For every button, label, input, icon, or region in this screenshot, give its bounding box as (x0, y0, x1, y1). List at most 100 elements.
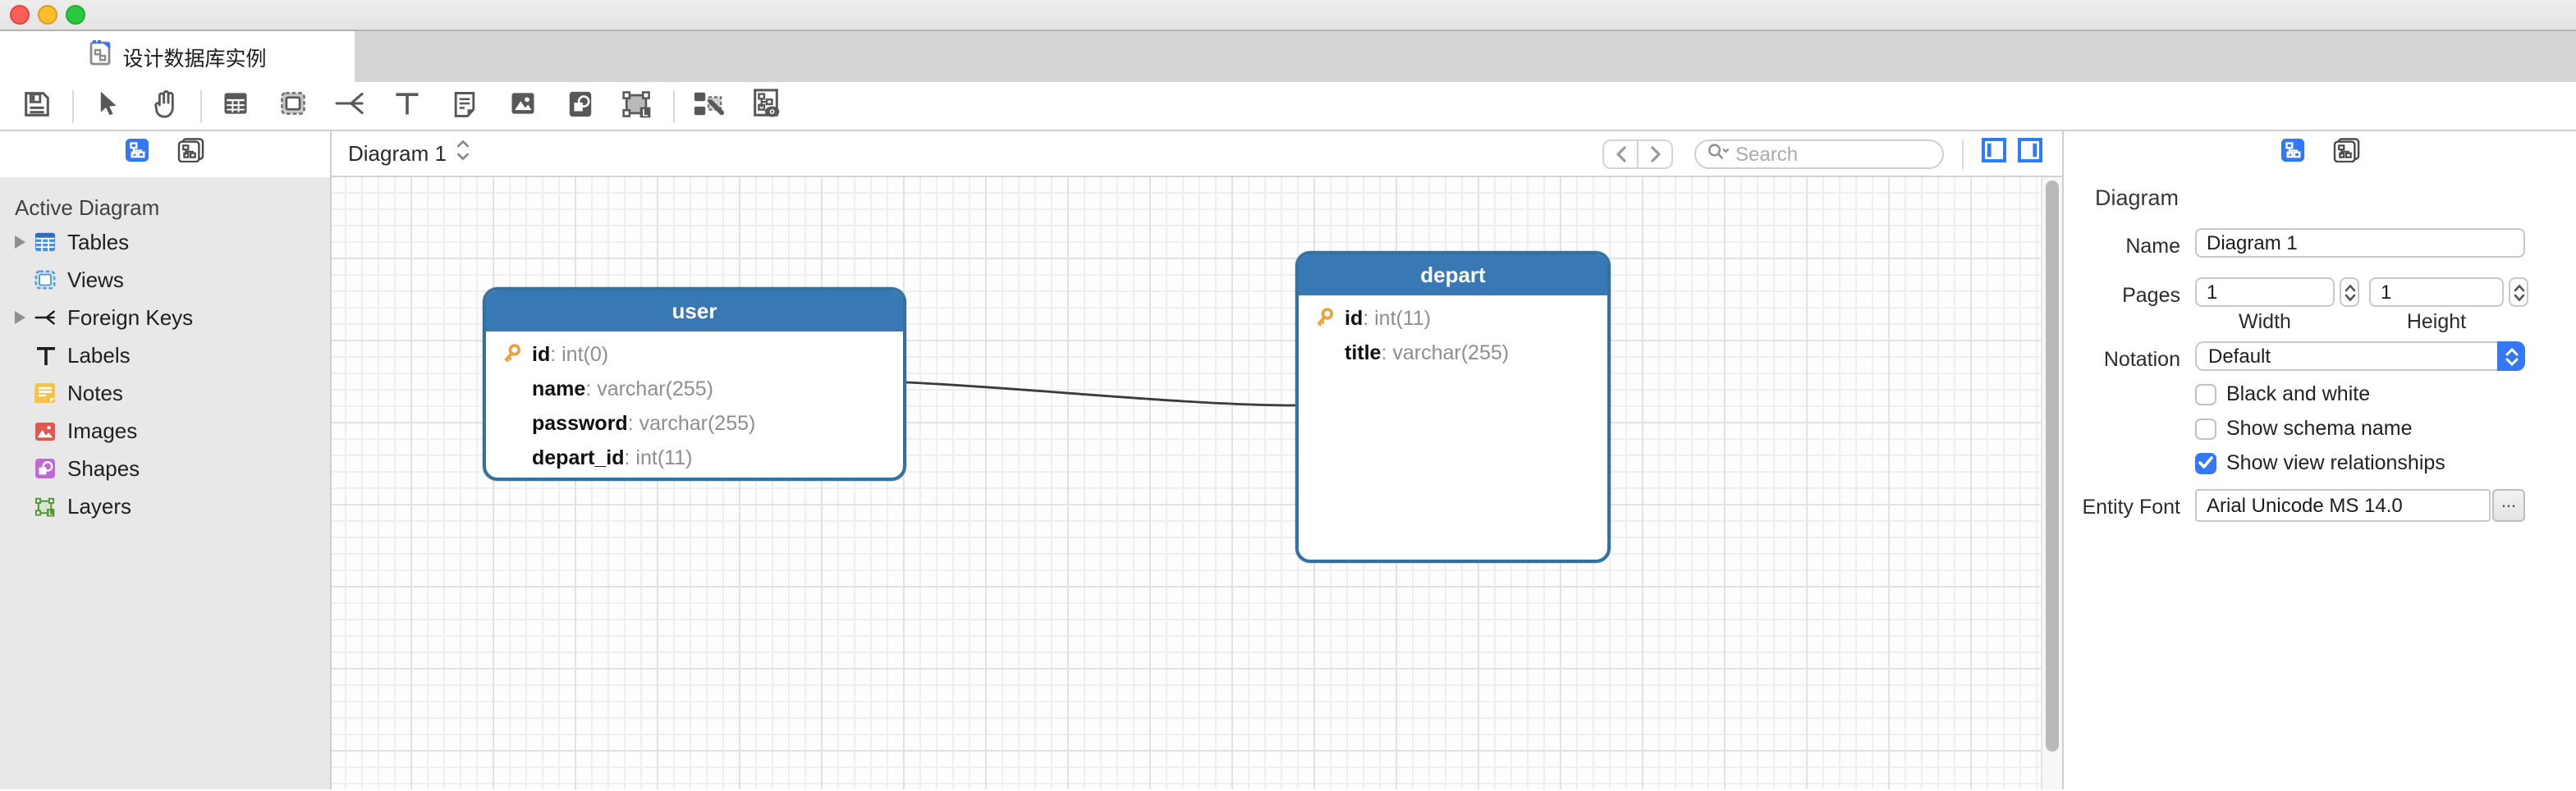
active-diagram-view-icon[interactable] (2280, 138, 2304, 171)
diagram-selector[interactable]: Diagram 1 (348, 139, 470, 168)
pages-height-input[interactable] (2369, 277, 2504, 307)
pages-width-input[interactable] (2195, 277, 2335, 307)
sidebar-item-layers[interactable]: L Layers (0, 487, 330, 525)
entity-field-row[interactable]: depart_id: int(11) (532, 446, 693, 469)
back-button[interactable] (1602, 139, 1639, 168)
object-tree: Active Diagram Tables Views Foreign Keys (0, 177, 330, 525)
select-tool-button[interactable] (85, 86, 128, 126)
new-label-button[interactable] (386, 86, 429, 126)
active-diagram-view-icon[interactable] (125, 138, 149, 171)
entity-field-row[interactable]: name: varchar(255) (532, 377, 713, 400)
entity-font-label: Entity Font (2082, 496, 2181, 519)
sidebar-item-images[interactable]: Images (0, 412, 330, 450)
sidebar-item-foreign-keys[interactable]: Foreign Keys (0, 299, 330, 336)
disclosure-triangle-icon[interactable] (13, 235, 31, 249)
pages-label: Pages (2122, 284, 2180, 307)
toolbar: L (0, 82, 2576, 131)
all-diagrams-view-icon[interactable] (2332, 138, 2360, 171)
shape-icon (34, 458, 56, 479)
sidebar-item-tables[interactable]: Tables (0, 223, 330, 261)
search-input[interactable] (1735, 142, 1931, 165)
toggle-right-panel-icon[interactable] (2018, 137, 2042, 170)
sidebar-mode-switcher (0, 131, 330, 177)
relationship-line[interactable] (332, 177, 2062, 789)
pages-width-stepper[interactable] (2340, 277, 2359, 307)
search-icon (1707, 139, 1729, 168)
zoom-window-button[interactable] (66, 5, 85, 25)
entity-font-input[interactable] (2195, 489, 2491, 522)
checkbox-black-and-white[interactable]: Black and white (2195, 382, 2370, 405)
checkbox-show-schema-name[interactable]: Show schema name (2195, 417, 2413, 440)
diagram-canvas[interactable]: user id: int(0) name: varchar(255) pa (332, 177, 2062, 789)
auto-layout-button[interactable] (686, 86, 729, 126)
image-icon (34, 420, 56, 441)
entity-field-row[interactable]: password: varchar(255) (532, 411, 756, 434)
titlebar (0, 0, 2576, 30)
foreign-key-icon (34, 307, 56, 328)
notation-label: Notation (2103, 348, 2180, 371)
canvas-column: Diagram 1 (332, 131, 2062, 789)
sidebar-item-labels[interactable]: Labels (0, 336, 330, 374)
checkbox-show-view-relationships[interactable]: Show view relationships (2195, 451, 2445, 474)
entity-font-picker-button[interactable]: ... (2492, 489, 2525, 522)
pages-height-stepper[interactable] (2509, 277, 2528, 307)
save-button[interactable] (15, 86, 57, 126)
table-icon (34, 231, 56, 253)
document-tab-icon (88, 39, 111, 74)
tab-design-database[interactable]: 设计数据库实例 (0, 31, 355, 82)
disclosure-triangle-icon[interactable] (13, 310, 31, 325)
close-window-button[interactable] (10, 5, 30, 25)
entity-field-row[interactable]: id: int(11) (1299, 300, 1607, 335)
scrollbar-thumb[interactable] (2046, 181, 2059, 752)
primary-key-icon (501, 343, 532, 364)
new-layer-icon: L (621, 88, 653, 124)
entity-depart[interactable]: depart id: int(11) title: varchar(255) (1295, 251, 1611, 563)
entity-depart-header[interactable]: depart (1299, 254, 1607, 295)
new-foreign-key-button[interactable] (328, 86, 371, 126)
entity-field-row[interactable]: title: varchar(255) (1345, 341, 1510, 363)
label-icon (34, 345, 56, 366)
all-diagrams-view-icon[interactable] (177, 138, 205, 171)
tab-bar: 设计数据库实例 (0, 30, 2576, 82)
new-note-icon (450, 88, 479, 124)
diagram-preview-icon (749, 87, 781, 125)
tab-title: 设计数据库实例 (122, 48, 267, 71)
new-view-button[interactable] (271, 86, 314, 126)
forward-button[interactable] (1637, 139, 1673, 168)
save-icon (21, 88, 52, 124)
new-note-button[interactable] (443, 86, 486, 126)
new-image-icon (506, 89, 538, 123)
new-view-icon (277, 89, 308, 123)
toggle-left-panel-icon[interactable] (1982, 137, 2006, 170)
notation-select[interactable]: Default (2195, 341, 2525, 371)
stepper-updown-icon (456, 139, 470, 168)
diagram-preview-button[interactable] (744, 86, 786, 126)
diagram-name-input[interactable] (2195, 228, 2525, 258)
checkbox-icon (2195, 418, 2216, 439)
svg-text:L: L (642, 107, 648, 118)
new-image-button[interactable] (501, 86, 543, 126)
checkbox-icon (2195, 452, 2216, 473)
sidebar-item-shapes[interactable]: Shapes (0, 450, 330, 487)
sidebar-item-notes[interactable]: Notes (0, 374, 330, 412)
svg-text:L: L (48, 509, 53, 516)
entity-field-row[interactable]: id: int(0) (486, 336, 903, 371)
inspector-panel: Diagram Name Pages Width Height Notation… (2062, 131, 2576, 789)
height-label: Height (2406, 310, 2467, 333)
search-field[interactable] (1694, 139, 1944, 168)
diagram-selector-label: Diagram 1 (348, 141, 447, 166)
vertical-scrollbar[interactable] (2041, 177, 2062, 789)
new-label-icon (392, 89, 422, 123)
sidebar-item-views[interactable]: Views (0, 261, 330, 299)
new-layer-button[interactable]: L (616, 86, 658, 126)
note-icon (34, 382, 56, 404)
history-nav-group (1602, 139, 1673, 168)
auto-layout-icon (690, 88, 725, 124)
minimize-window-button[interactable] (38, 5, 57, 25)
entity-user-header[interactable]: user (486, 290, 903, 331)
entity-user[interactable]: user id: int(0) name: varchar(255) pa (483, 287, 906, 481)
toolbar-divider (200, 89, 202, 122)
new-shape-button[interactable] (558, 86, 601, 126)
pan-tool-button[interactable] (143, 86, 186, 126)
new-table-button[interactable] (213, 86, 256, 126)
